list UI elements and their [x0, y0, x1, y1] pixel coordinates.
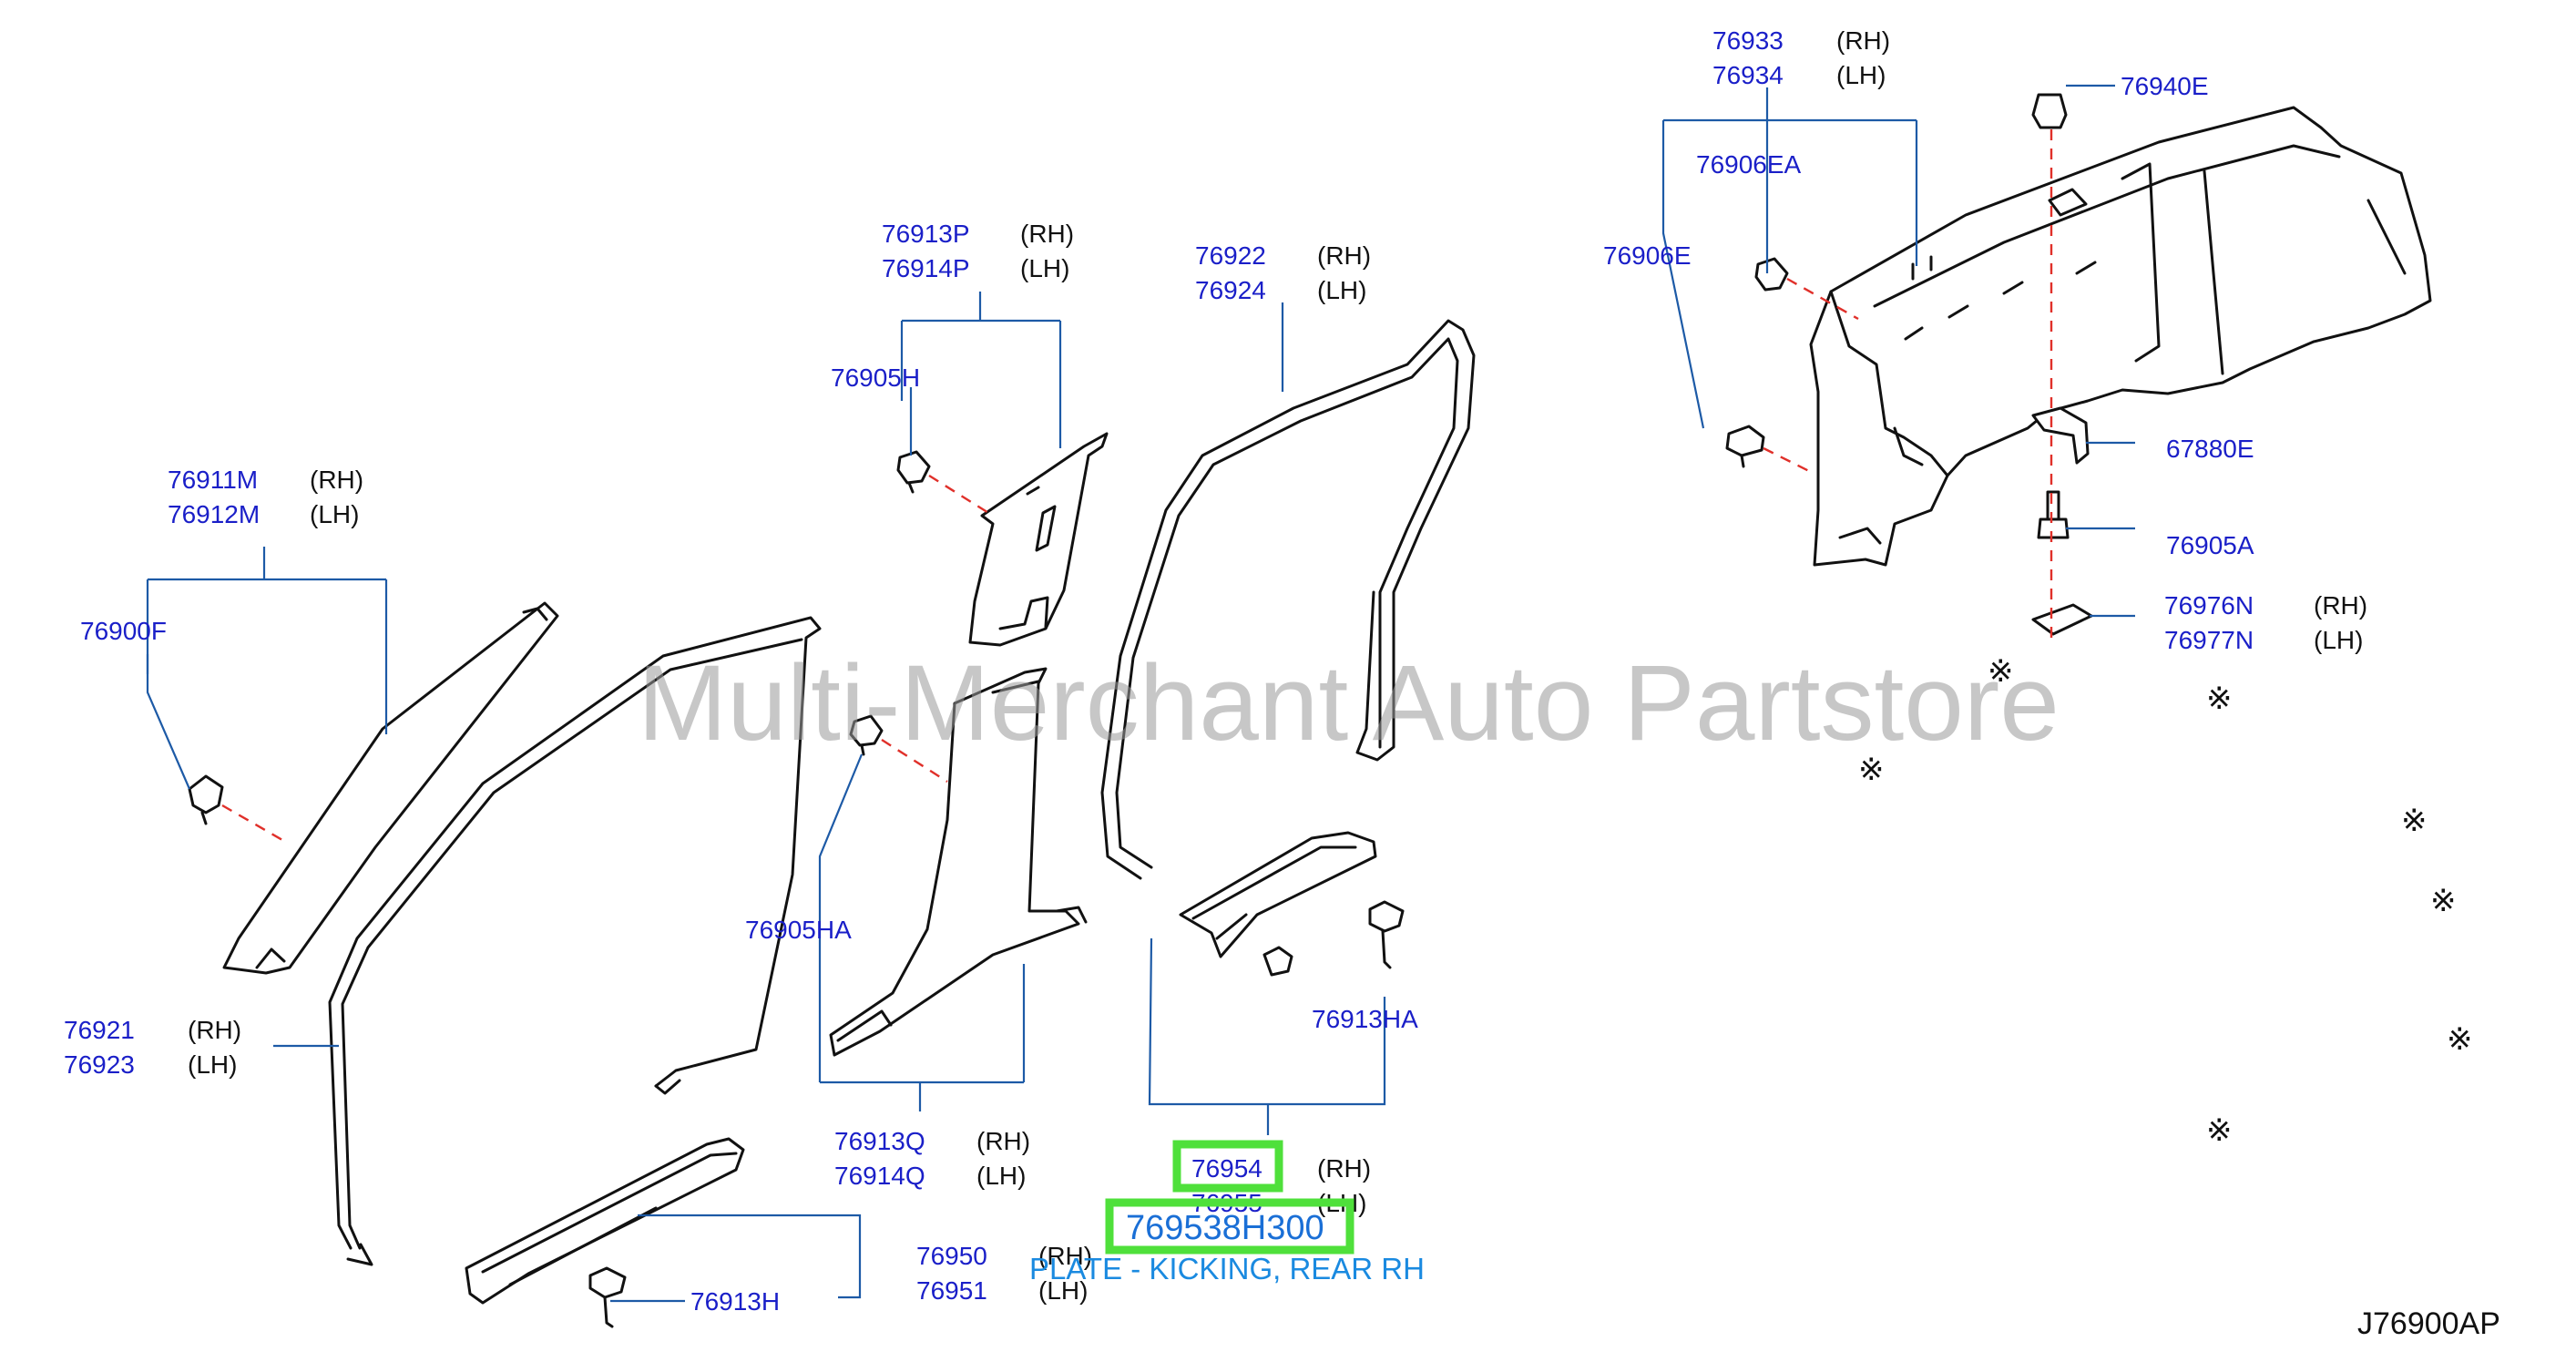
side-76922: (RH)	[1317, 241, 1371, 270]
symbol-mark: ※	[2447, 1021, 2473, 1058]
label-76977N[interactable]: 76977N	[2164, 626, 2254, 654]
side-76913P: (RH)	[1020, 220, 1074, 248]
label-76933[interactable]: 76933	[1712, 26, 1784, 55]
front-kicking-plate	[465, 1137, 745, 1305]
label-76905H[interactable]: 76905H	[831, 364, 920, 392]
side-76976N: (RH)	[2314, 591, 2367, 620]
label-76914P[interactable]: 76914P	[882, 254, 970, 282]
side-76912M: (LH)	[310, 500, 359, 528]
label-76913P[interactable]: 76913P	[882, 220, 970, 248]
label-67880E[interactable]: 67880E	[2166, 435, 2254, 463]
label-76906EA[interactable]: 76906EA	[1696, 150, 1802, 179]
label-76914Q[interactable]: 76914Q	[834, 1162, 925, 1190]
label-76923[interactable]: 76923	[64, 1050, 135, 1079]
side-76951: (LH)	[1038, 1276, 1088, 1305]
bolt-76905A	[2037, 490, 2070, 539]
label-76905A[interactable]: 76905A	[2166, 531, 2254, 559]
assembly-lines	[221, 129, 2053, 842]
side-76924: (LH)	[1317, 276, 1366, 304]
label-76951[interactable]: 76951	[916, 1276, 987, 1305]
side-76914Q: (LH)	[976, 1162, 1026, 1190]
clip-76905H	[896, 450, 931, 494]
front-weatherstrip	[328, 616, 822, 1266]
label-76912M[interactable]: 76912M	[168, 500, 260, 528]
highlight-description: PLATE - KICKING, REAR RH	[1029, 1252, 1425, 1285]
label-76906E[interactable]: 76906E	[1603, 241, 1692, 270]
symbol-mark: ※	[2206, 681, 2233, 717]
label-76905HA[interactable]: 76905HA	[745, 916, 852, 944]
side-76914P: (LH)	[1020, 254, 1069, 282]
front-pillar-garnish	[222, 601, 559, 975]
watermark: Multi-Merchant Auto Partstore	[638, 643, 2060, 763]
clip-76913HA	[1262, 900, 1405, 977]
symbol-mark: ※	[1858, 752, 1885, 788]
clip-76940E	[2031, 93, 2068, 129]
leader-lines	[146, 84, 2135, 1303]
bracket-67880E	[2031, 406, 2090, 465]
clip-76906EA	[1754, 257, 1789, 292]
clip-76913H	[588, 1266, 627, 1328]
label-76940E[interactable]: 76940E	[2121, 72, 2209, 100]
diagram-code: J76900AP	[2357, 1306, 2500, 1341]
label-76922[interactable]: 76922	[1195, 241, 1266, 270]
symbol-marks: ※ ※ ※ ※ ※ ※ ※	[1858, 653, 2473, 1149]
side-76921: (RH)	[188, 1016, 241, 1044]
symbol-mark: ※	[2401, 803, 2428, 839]
center-pillar-lower	[829, 667, 1088, 1057]
label-76924[interactable]: 76924	[1195, 276, 1266, 304]
clip-76906E	[1725, 425, 1765, 468]
rear-kicking-plate	[1179, 831, 1377, 958]
side-76954: (RH)	[1317, 1154, 1371, 1183]
label-76950[interactable]: 76950	[916, 1242, 987, 1270]
label-76911M[interactable]: 76911M	[168, 466, 258, 494]
label-76921[interactable]: 76921	[64, 1016, 135, 1044]
highlight-box-76954	[1172, 1140, 1283, 1193]
callout-labels: 76933 (RH) 76934 (LH) 76940E 76906EA 769…	[64, 26, 2367, 1316]
side-76913Q: (RH)	[976, 1127, 1030, 1155]
highlight-part-number[interactable]: 769538H300	[1126, 1209, 1324, 1247]
side-76977N: (LH)	[2314, 626, 2363, 654]
center-pillar-upper	[968, 432, 1109, 647]
label-76934[interactable]: 76934	[1712, 61, 1784, 89]
symbol-mark: ※	[2206, 1112, 2233, 1149]
label-76900F[interactable]: 76900F	[80, 617, 167, 645]
side-76950: (RH)	[1038, 1242, 1092, 1270]
label-76913H[interactable]: 76913H	[690, 1287, 780, 1316]
side-76923: (LH)	[188, 1050, 237, 1079]
label-76913Q[interactable]: 76913Q	[834, 1127, 925, 1155]
label-76954[interactable]: 76954	[1191, 1154, 1262, 1183]
side-76933: (RH)	[1836, 26, 1890, 55]
side-76934: (LH)	[1836, 61, 1886, 89]
clip-76905HA	[849, 714, 884, 756]
side-76911M: (RH)	[310, 466, 363, 494]
symbol-mark: ※	[1988, 653, 2014, 690]
plate-76976N	[2031, 603, 2093, 636]
label-76913HA[interactable]: 76913HA	[1312, 1005, 1418, 1033]
label-76976N[interactable]: 76976N	[2164, 591, 2254, 620]
rear-weatherstrip	[1100, 319, 1476, 880]
symbol-mark: ※	[2430, 883, 2457, 919]
rear-side-lining	[1809, 106, 2432, 567]
clip-76900F	[188, 774, 224, 825]
highlight-box-part	[1105, 1198, 1354, 1255]
